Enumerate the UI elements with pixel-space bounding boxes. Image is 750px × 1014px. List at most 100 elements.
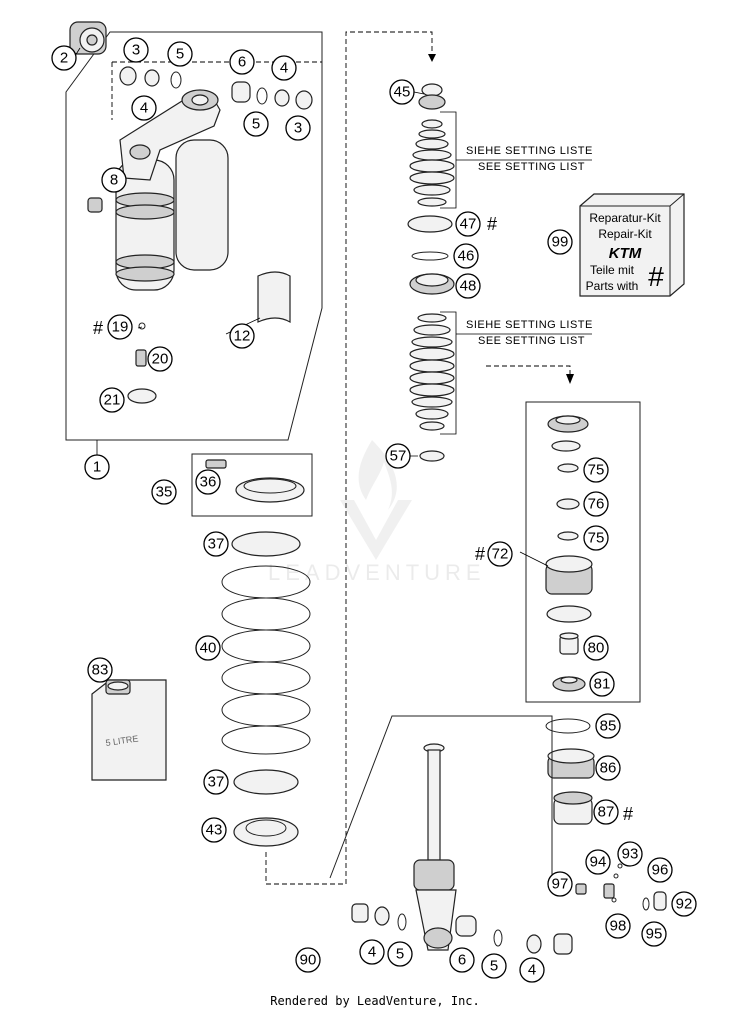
svg-text:3: 3 bbox=[294, 120, 302, 137]
svg-text:8: 8 bbox=[110, 172, 118, 189]
callout-99: 99 bbox=[547, 229, 573, 255]
callout-3: 3 bbox=[123, 37, 149, 63]
callout-75: 75 bbox=[583, 457, 609, 483]
kit-line-de: Reparatur-Kit bbox=[589, 211, 661, 225]
callout-93: 93 bbox=[617, 841, 643, 867]
ktm-logo: KTM bbox=[609, 245, 642, 262]
svg-text:6: 6 bbox=[458, 952, 466, 969]
callout-2: 2 bbox=[51, 45, 77, 71]
callout-48: 48 bbox=[455, 273, 481, 299]
svg-text:6: 6 bbox=[238, 54, 246, 71]
kit-line-en: Repair-Kit bbox=[598, 227, 652, 241]
svg-text:5: 5 bbox=[176, 46, 184, 63]
callout-3: 3 bbox=[285, 115, 311, 141]
svg-text:98: 98 bbox=[610, 918, 627, 935]
callout-37: 37 bbox=[203, 769, 229, 795]
group-35-box bbox=[191, 453, 313, 517]
seal-head-parts bbox=[545, 415, 595, 825]
hash-19: # bbox=[93, 318, 103, 338]
svg-text:90: 90 bbox=[300, 952, 317, 969]
callout-37: 37 bbox=[203, 531, 229, 557]
callout-43: 43 bbox=[201, 817, 227, 843]
piston-rod bbox=[413, 743, 457, 951]
callout-20: 20 bbox=[147, 346, 173, 372]
part-21-bump bbox=[127, 388, 157, 404]
callout-83: 83 bbox=[87, 657, 113, 683]
callout-92: 92 bbox=[671, 891, 697, 917]
callout-5: 5 bbox=[243, 111, 269, 137]
callout-57: 57 bbox=[385, 443, 411, 469]
hash-72: # bbox=[475, 544, 485, 564]
svg-text:92: 92 bbox=[676, 896, 693, 913]
svg-text:21: 21 bbox=[104, 392, 121, 409]
svg-text:75: 75 bbox=[588, 530, 605, 547]
svg-text:80: 80 bbox=[588, 640, 605, 657]
main-spring-40 bbox=[221, 531, 311, 847]
svg-text:93: 93 bbox=[622, 846, 639, 863]
svg-text:85: 85 bbox=[600, 718, 617, 735]
callout-4: 4 bbox=[271, 55, 297, 81]
callout-76: 76 bbox=[583, 491, 609, 517]
setting-label-lower-en: SEE SETTING LIST bbox=[478, 335, 585, 347]
callout-98: 98 bbox=[605, 913, 631, 939]
oil-can-label: 5 LITRE bbox=[105, 733, 139, 747]
lower-bushings bbox=[351, 903, 573, 955]
part-2-cap bbox=[69, 21, 107, 55]
callout-81: 81 bbox=[589, 671, 615, 697]
callout-4: 4 bbox=[519, 957, 545, 983]
svg-text:19: 19 bbox=[112, 319, 129, 336]
callout-1: 1 bbox=[84, 454, 110, 480]
svg-text:5: 5 bbox=[396, 946, 404, 963]
setting-label-upper-de: SIEHE SETTING LISTE bbox=[466, 145, 593, 157]
kit-line-teile: Teile mit bbox=[590, 263, 635, 277]
svg-text:97: 97 bbox=[552, 876, 569, 893]
svg-text:48: 48 bbox=[460, 278, 477, 295]
callout-5: 5 bbox=[167, 41, 193, 67]
svg-text:40: 40 bbox=[200, 640, 217, 657]
svg-text:96: 96 bbox=[652, 862, 669, 879]
callout-86: 86 bbox=[595, 755, 621, 781]
right-group-arrow-line bbox=[486, 365, 571, 378]
setting-label-lower-de: SIEHE SETTING LISTE bbox=[466, 319, 593, 331]
shim-stack-lower bbox=[409, 313, 455, 462]
callout-90: 90 bbox=[295, 947, 321, 973]
svg-text:83: 83 bbox=[92, 662, 109, 679]
callout-80: 80 bbox=[583, 635, 609, 661]
shock-assembly-outline bbox=[65, 31, 323, 441]
shock-body bbox=[115, 89, 229, 291]
callout-6: 6 bbox=[229, 49, 255, 75]
connector-dashed-line bbox=[265, 31, 433, 885]
svg-text:37: 37 bbox=[208, 536, 225, 553]
callout-5: 5 bbox=[481, 953, 507, 979]
lower-setting-bracket bbox=[440, 311, 592, 435]
part-19-ball bbox=[138, 322, 146, 330]
svg-text:37: 37 bbox=[208, 774, 225, 791]
rod-assembly-outline bbox=[329, 715, 553, 879]
callout-19: 19 bbox=[107, 314, 133, 340]
callout-45: 45 bbox=[389, 79, 415, 105]
small-hardware-92-98 bbox=[575, 863, 667, 911]
svg-text:94: 94 bbox=[590, 854, 607, 871]
callout-87: 87 bbox=[593, 799, 619, 825]
callout-4: 4 bbox=[359, 939, 385, 965]
callout-96: 96 bbox=[647, 857, 673, 883]
svg-text:1: 1 bbox=[93, 459, 101, 476]
callout-21: 21 bbox=[99, 387, 125, 413]
watermark-logo: LEADVENTURE bbox=[268, 440, 481, 585]
callout-4: 4 bbox=[131, 95, 157, 121]
svg-text:81: 81 bbox=[594, 676, 611, 693]
oil-can-83: 5 LITRE bbox=[91, 679, 167, 781]
svg-text:87: 87 bbox=[598, 804, 615, 821]
repair-kit-box: Reparatur-Kit Repair-Kit KTM Teile mit P… bbox=[579, 193, 685, 297]
part-20-valve bbox=[135, 349, 147, 367]
svg-text:47: 47 bbox=[460, 216, 477, 233]
callout-5: 5 bbox=[387, 941, 413, 967]
callout-94: 94 bbox=[585, 849, 611, 875]
svg-text:57: 57 bbox=[390, 448, 407, 465]
svg-text:12: 12 bbox=[234, 328, 251, 345]
upper-setting-bracket bbox=[440, 111, 592, 209]
callout-40: 40 bbox=[195, 635, 221, 661]
callout-36: 36 bbox=[195, 469, 221, 495]
svg-text:5: 5 bbox=[252, 116, 260, 133]
kit-hash-mark: # bbox=[648, 261, 664, 292]
